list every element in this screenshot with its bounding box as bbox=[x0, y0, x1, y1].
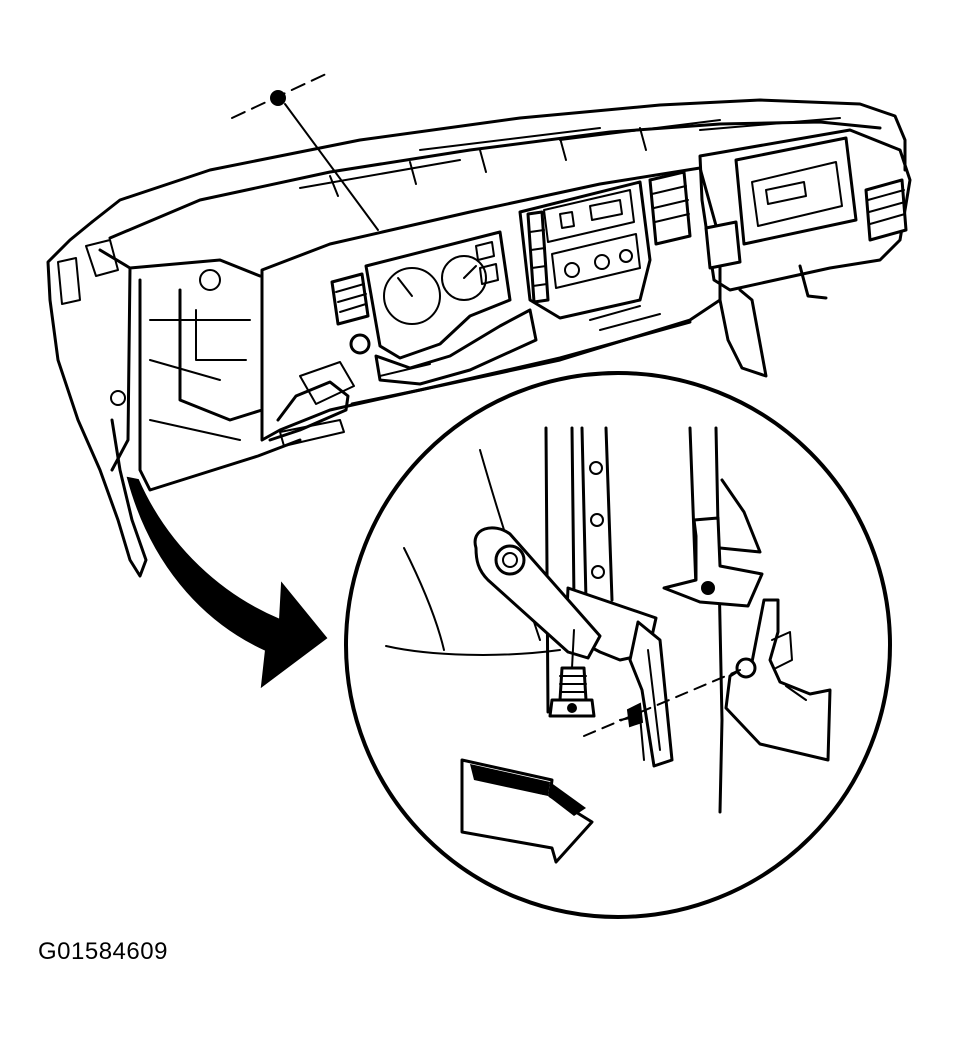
cluster-gauges bbox=[475, 241, 499, 285]
panel-top-outline bbox=[90, 98, 907, 224]
lower-left-details bbox=[149, 309, 251, 441]
detail-pillar-strip bbox=[580, 426, 614, 602]
detail-magnifier bbox=[344, 371, 892, 919]
panel-top-ridges bbox=[329, 127, 647, 197]
bolt bbox=[548, 629, 596, 718]
hvac-controls bbox=[551, 233, 641, 289]
detail-right-bracket bbox=[724, 598, 832, 762]
center-right-louvers bbox=[651, 185, 690, 223]
switch-details bbox=[529, 229, 548, 287]
figure-id-label: G01584609 bbox=[38, 938, 168, 965]
right-vent-louvers bbox=[867, 189, 906, 225]
direction-arrow bbox=[460, 758, 594, 864]
center-right-vent bbox=[648, 170, 692, 246]
detail-pillar-left bbox=[544, 426, 576, 714]
glove-box-inner bbox=[751, 161, 843, 227]
right-air-vent bbox=[864, 178, 908, 242]
lower-trim-details bbox=[379, 305, 661, 377]
right-bracket-nut bbox=[735, 657, 757, 679]
glove-box-door bbox=[734, 136, 858, 246]
brace-link-eye bbox=[494, 544, 526, 576]
detail-upper-bracket bbox=[662, 516, 764, 608]
panel-left-end bbox=[46, 220, 148, 578]
panel-right-lower bbox=[718, 264, 828, 378]
instrument-panel-assembly bbox=[46, 73, 912, 578]
pillar-hole-1 bbox=[589, 461, 603, 475]
steering-column-opening bbox=[299, 361, 355, 405]
panel-defroster-grille bbox=[299, 117, 841, 189]
left-end-hole bbox=[199, 269, 221, 291]
pillar-hole-2 bbox=[590, 513, 604, 527]
lower-knee-bolster bbox=[279, 419, 345, 447]
hvac-knob-2 bbox=[594, 254, 610, 270]
panel-lower-left bbox=[138, 278, 302, 492]
center-stack bbox=[518, 180, 652, 320]
panel-main-face bbox=[260, 166, 722, 442]
panel-bottom-trim bbox=[268, 320, 692, 442]
panel-top-inner bbox=[108, 120, 882, 240]
right-bracket-details bbox=[771, 631, 807, 701]
instrument-cluster bbox=[364, 230, 512, 360]
left-end-bracket bbox=[57, 239, 119, 305]
detail-upper-notch bbox=[718, 478, 762, 554]
tachometer bbox=[441, 255, 487, 301]
detail-lower-plate bbox=[619, 715, 645, 761]
radio-unit bbox=[543, 189, 635, 243]
detail-hanger-leg bbox=[628, 620, 674, 768]
callout-arrow bbox=[126, 476, 328, 689]
left-end-hole-2 bbox=[110, 390, 126, 406]
headlamp-switch bbox=[349, 333, 371, 355]
hvac-knob-1 bbox=[564, 262, 580, 278]
hanger-leg-edge bbox=[647, 649, 661, 751]
tach-needle bbox=[463, 265, 477, 279]
left-vent-louvers bbox=[335, 283, 367, 313]
speedometer bbox=[383, 267, 441, 325]
brace-link-eye-inner bbox=[502, 552, 518, 568]
pillar-hole-3 bbox=[591, 565, 605, 579]
speedo-needle bbox=[397, 277, 413, 297]
cluster-bezel bbox=[374, 308, 538, 386]
alignment-marker bbox=[626, 702, 644, 728]
locator-leader bbox=[284, 103, 379, 231]
hvac-knob-3 bbox=[619, 249, 633, 263]
alignment-dashed-line bbox=[583, 669, 741, 737]
stack-switch-column bbox=[526, 210, 550, 304]
upper-bracket-rivet bbox=[701, 581, 715, 595]
right-lower-vent bbox=[704, 220, 742, 270]
locator-fastener bbox=[270, 90, 286, 106]
